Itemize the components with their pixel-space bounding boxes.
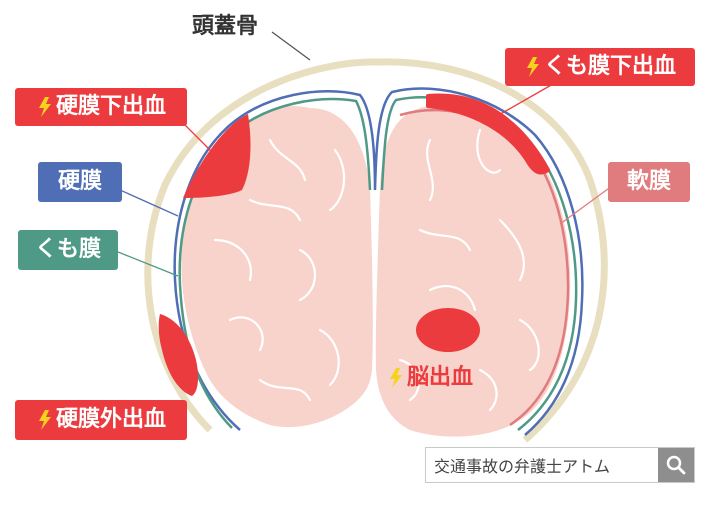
dura-label: 硬膜 — [38, 162, 122, 202]
intracerebral-hemorrhage-label: 脳出血 — [387, 367, 473, 389]
subarachnoid-hemorrhage-area — [426, 93, 550, 175]
gyri — [213, 128, 540, 412]
lightning-icon — [390, 368, 402, 388]
subarachnoid-hemorrhage-label: くも膜下出血 — [505, 48, 695, 86]
lightning-icon — [526, 57, 539, 77]
lightning-icon — [38, 410, 51, 430]
skull-label: 頭蓋骨 — [192, 14, 259, 39]
epidural-hemorrhage-area — [158, 314, 199, 396]
intracerebral-hemorrhage-area — [416, 308, 480, 352]
arachnoid-label: くも膜 — [18, 230, 118, 270]
subdural-hemorrhage-area — [183, 114, 251, 198]
lightning-icon — [38, 97, 51, 117]
dura-line — [173, 87, 584, 436]
skull-outline — [144, 58, 608, 443]
subdural-hemorrhage-label: 硬膜下出血 — [15, 88, 187, 126]
search-box[interactable]: 交通事故の弁護士アトム — [425, 447, 695, 483]
right-hemisphere — [375, 104, 571, 437]
pia-label: 軟膜 — [608, 162, 690, 202]
leader-lines — [117, 31, 613, 277]
search-text: 交通事故の弁護士アトム — [434, 457, 611, 476]
search-button[interactable] — [658, 448, 694, 482]
search-icon — [666, 455, 686, 475]
epidural-hemorrhage-label: 硬膜外出血 — [15, 400, 187, 440]
